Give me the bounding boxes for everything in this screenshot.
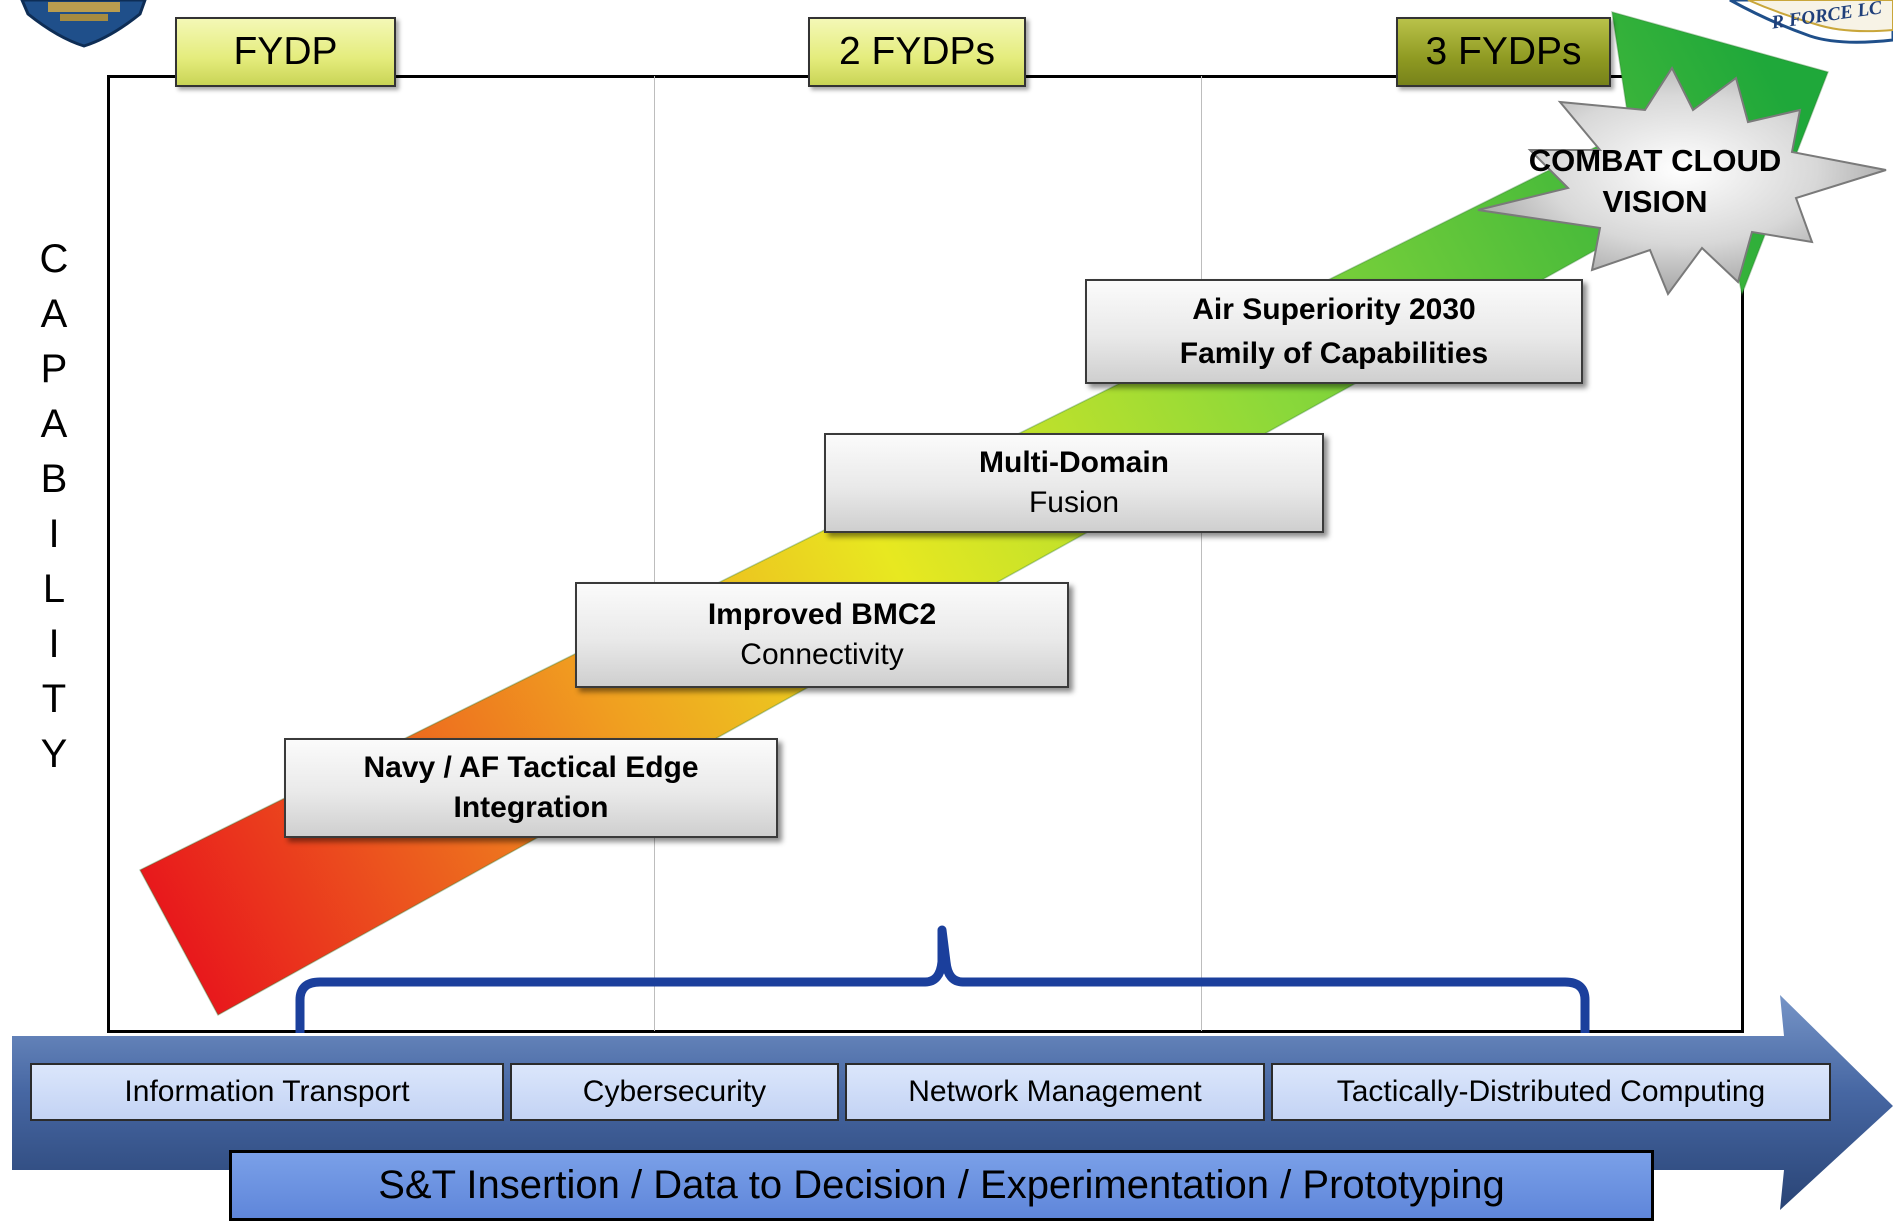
capability-axis-label: C A P A B I L I T Y	[36, 232, 72, 782]
axis-letter: A	[40, 292, 68, 336]
period-3-fydps: 3 FYDPs	[1396, 17, 1611, 87]
axis-letter: P	[40, 347, 68, 391]
step-subtitle: Connectivity	[740, 638, 904, 671]
combat-cloud-starburst	[1477, 65, 1887, 297]
step-title: Multi-Domain	[979, 446, 1169, 479]
st-insertion-banner: S&T Insertion / Data to Decision / Exper…	[229, 1150, 1654, 1221]
step-air-superiority-2030: Air Superiority 2030 Family of Capabilit…	[1085, 279, 1583, 384]
step-subtitle: Fusion	[1028, 486, 1120, 519]
vision-line: COMBAT CLOUD	[1528, 143, 1782, 178]
step-tactical-edge-integration: Navy / AF Tactical Edge Integration	[284, 738, 778, 838]
axis-letter: B	[40, 457, 68, 501]
period-2-fydps: 2 FYDPs	[808, 17, 1026, 87]
axis-letter: I	[48, 622, 60, 666]
axis-letter: T	[41, 677, 67, 721]
vision-line: VISION	[1602, 184, 1708, 219]
pillar-information-transport: Information Transport	[30, 1063, 504, 1121]
combat-cloud-vision-label: COMBAT CLOUD VISION	[1490, 140, 1820, 222]
period-fydp: FYDP	[175, 17, 396, 87]
step-title: Improved BMC2	[707, 598, 937, 631]
left-shield-logo	[20, 0, 147, 48]
axis-letter: I	[48, 512, 60, 556]
step-title: Air Superiority 2030 Family of Capabilit…	[1179, 292, 1489, 370]
step-title: Navy / AF Tactical Edge Integration	[363, 751, 699, 824]
period-divider	[1201, 76, 1202, 1031]
step-improved-bmc2: Improved BMC2 Connectivity	[575, 582, 1069, 688]
step-multi-domain: Multi-Domain Fusion	[824, 433, 1324, 533]
grouping-brace	[295, 925, 1590, 1033]
pillar-network-management: Network Management	[845, 1063, 1265, 1121]
axis-letter: C	[39, 237, 69, 281]
period-divider	[654, 76, 655, 1031]
axis-letter: Y	[40, 732, 68, 776]
axis-letter: A	[40, 402, 68, 446]
pillar-tactically-distributed-computing: Tactically-Distributed Computing	[1271, 1063, 1831, 1121]
pillar-cybersecurity: Cybersecurity	[510, 1063, 839, 1121]
axis-letter: L	[42, 567, 66, 611]
